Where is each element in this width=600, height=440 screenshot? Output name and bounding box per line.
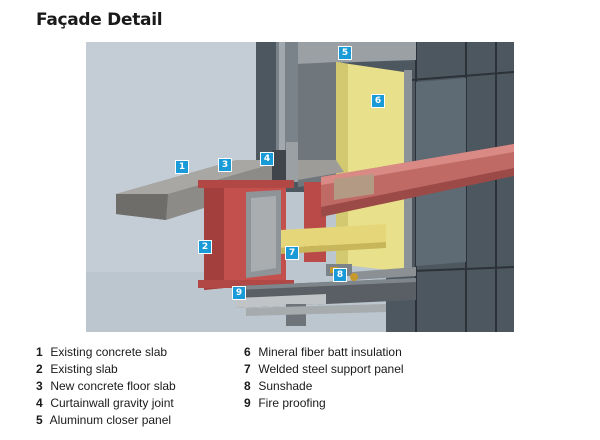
insulation-batt [336, 62, 404, 272]
facade-illustration [86, 42, 514, 332]
callout-9: 9 [232, 286, 246, 300]
legend-item: 6 Mineral fiber batt insulation [244, 345, 402, 359]
callout-2: 2 [198, 240, 212, 254]
callout-6: 6 [371, 94, 385, 108]
callout-5: 5 [338, 46, 352, 60]
legend-item: 8 Sunshade [244, 379, 313, 393]
facade-drawing [86, 42, 514, 332]
closer-panel [298, 42, 416, 64]
legend-item: 5 Aluminum closer panel [36, 413, 172, 427]
legend-item: 2 Existing slab [36, 362, 118, 376]
legend-item: 9 Fire proofing [244, 396, 326, 410]
callout-4: 4 [260, 152, 274, 166]
callout-3: 3 [218, 158, 232, 172]
steel-outrigger-beam [321, 144, 514, 214]
legend-column-1: 1 Existing concrete slab 2 Existing slab… [36, 344, 176, 429]
legend-item: 4 Curtainwall gravity joint [36, 396, 174, 410]
gravity-joint [272, 150, 286, 180]
callout-7: 7 [285, 246, 299, 260]
legend-item: 1 Existing concrete slab [36, 345, 168, 359]
legend-item: 3 New concrete floor slab [36, 379, 176, 393]
legend-column-2: 6 Mineral fiber batt insulation 7 Welded… [244, 344, 404, 412]
legend-item: 7 Welded steel support panel [244, 362, 404, 376]
callout-8: 8 [333, 268, 347, 282]
callout-1: 1 [175, 160, 189, 174]
welded-support-panel [281, 224, 386, 248]
page-title: Façade Detail [36, 10, 163, 30]
